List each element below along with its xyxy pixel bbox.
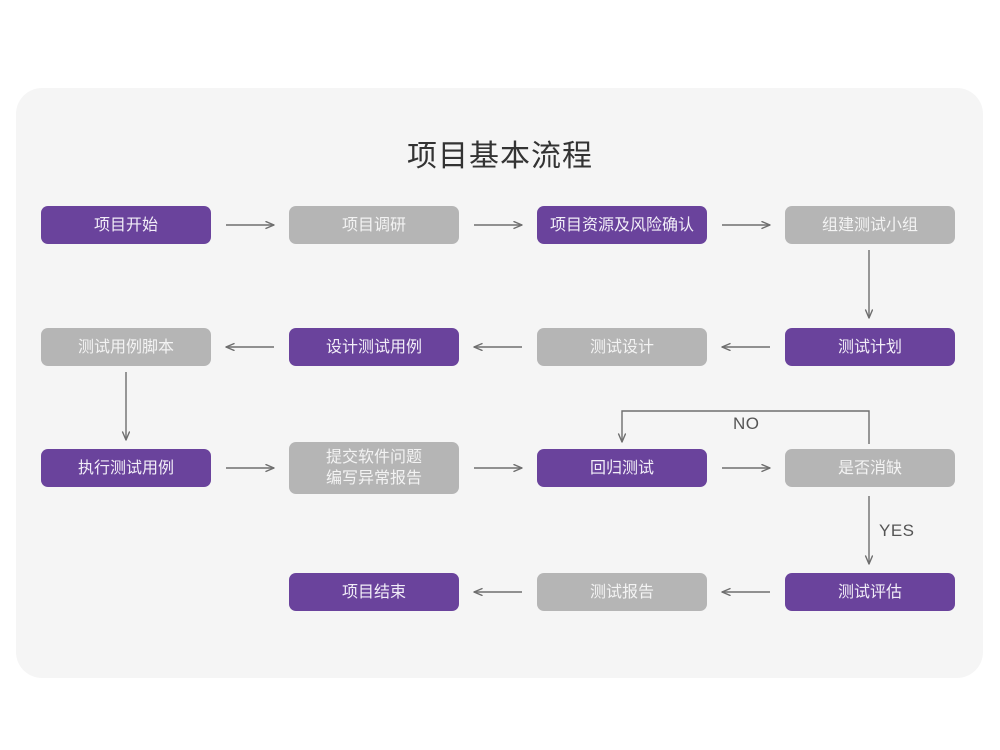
edge-label-yes: YES [879,521,915,540]
node-test-report[interactable]: 测试报告 [537,573,707,611]
node-project-research[interactable]: 项目调研 [289,206,459,244]
node-execute-test-case[interactable]: 执行测试用例 [41,449,211,487]
edge-label-no: NO [733,414,760,433]
node-regression-test[interactable]: 回归测试 [537,449,707,487]
node-resource-risk-confirm[interactable]: 项目资源及风险确认 [537,206,707,244]
node-test-case-script[interactable]: 测试用例脚本 [41,328,211,366]
node-design-test-case[interactable]: 设计测试用例 [289,328,459,366]
node-defect-cleared[interactable]: 是否消缺 [785,449,955,487]
node-project-start[interactable]: 项目开始 [41,206,211,244]
node-test-plan[interactable]: 测试计划 [785,328,955,366]
node-test-evaluation[interactable]: 测试评估 [785,573,955,611]
node-form-test-team[interactable]: 组建测试小组 [785,206,955,244]
node-project-end[interactable]: 项目结束 [289,573,459,611]
node-submit-issue-report[interactable]: 提交软件问题 编写异常报告 [289,442,459,494]
node-test-design[interactable]: 测试设计 [537,328,707,366]
page-title: 项目基本流程 [407,140,593,173]
